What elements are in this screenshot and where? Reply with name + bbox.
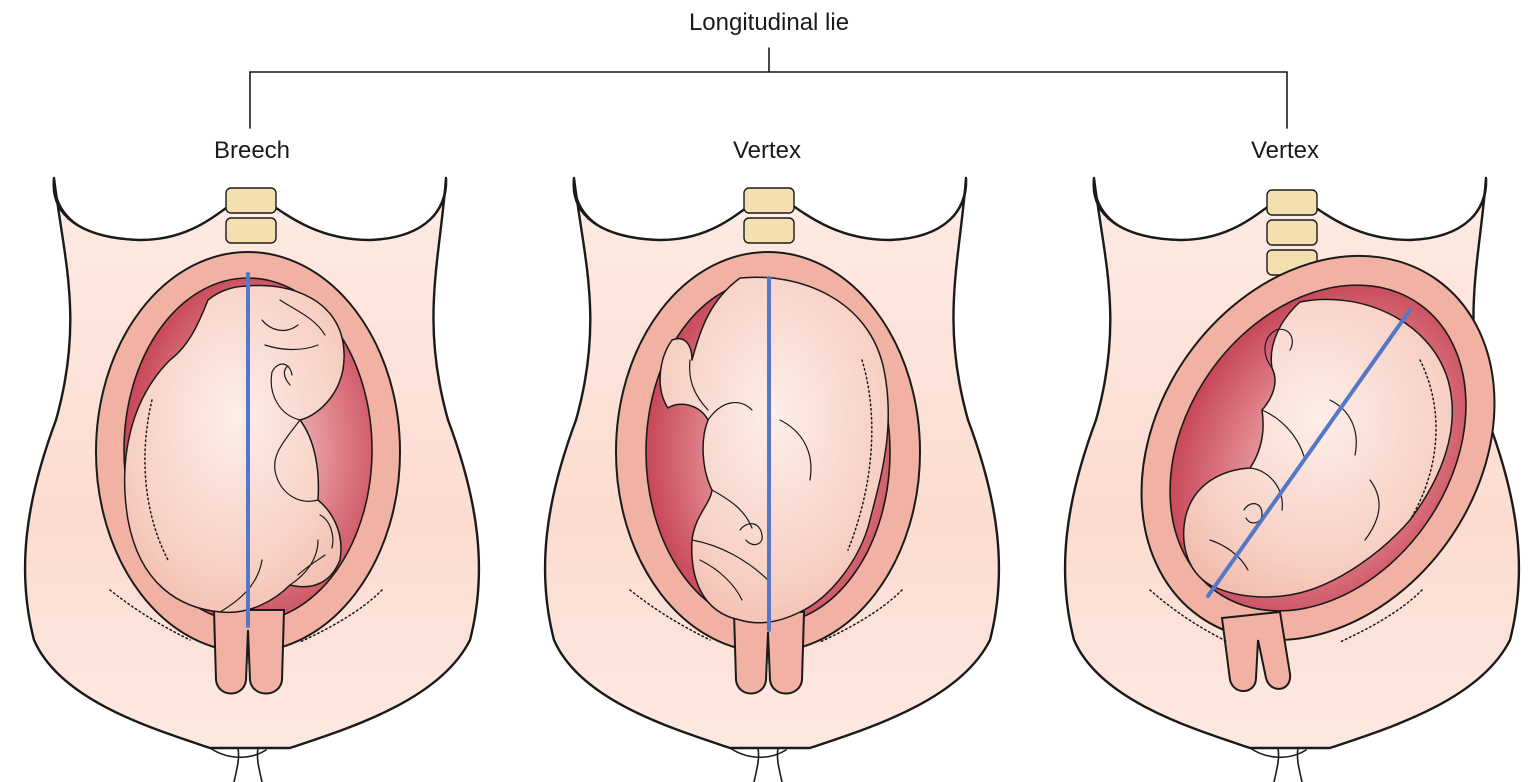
- panel-label-breech: Breech: [214, 137, 290, 164]
- vertebra: [1266, 189, 1318, 216]
- pelvic-line-left: [629, 589, 711, 641]
- pelvic-line-right: [819, 589, 903, 643]
- cervix: [212, 609, 286, 695]
- vertebra: [743, 217, 795, 244]
- vertebra: [1266, 219, 1318, 246]
- cervix: [1220, 610, 1292, 692]
- panel-vertex-oblique-illustration: [1063, 176, 1521, 782]
- vertebra: [225, 187, 277, 214]
- panel-breech-illustration: [23, 176, 481, 782]
- pelvic-line-right: [1339, 589, 1423, 643]
- vertebra: [225, 217, 277, 244]
- fetus: [1183, 298, 1454, 598]
- pelvic-line-right: [299, 589, 383, 643]
- fetal-axis-line: [1206, 308, 1412, 598]
- fetus: [123, 284, 345, 614]
- vertebra: [743, 187, 795, 214]
- root-label-longitudinal-lie: Longitudinal lie: [689, 9, 849, 36]
- panel-vertex-center-illustration: [543, 176, 1001, 782]
- panel-label-vertex-center: Vertex: [733, 137, 801, 164]
- hierarchy-connector: [249, 47, 1288, 129]
- cervix: [732, 611, 806, 695]
- panel-label-vertex-oblique: Vertex: [1251, 137, 1319, 164]
- pelvic-line-left: [109, 589, 191, 641]
- pelvic-line-left: [1149, 589, 1229, 643]
- fetus: [659, 276, 890, 624]
